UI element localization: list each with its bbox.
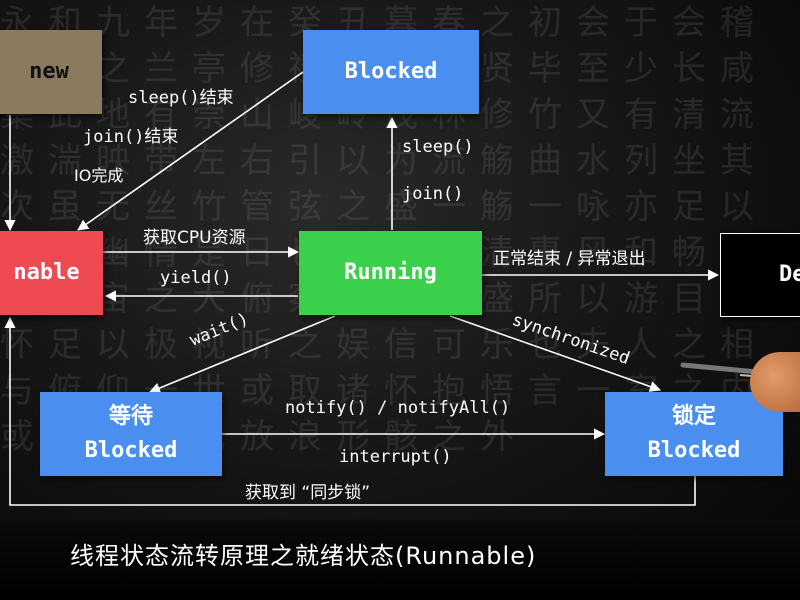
state-waiting-label: 等待: [108, 404, 153, 429]
label-io-done: IO完成: [74, 166, 124, 185]
arrow-running-to-waiting: [148, 315, 336, 394]
caption-bar: [0, 520, 800, 600]
label-acquire-lock: 获取到 “同步锁”: [245, 483, 371, 503]
state-lock-label: 锁定: [671, 404, 716, 429]
state-lock-blocked: 锁定 Blocked: [605, 392, 783, 476]
state-lock-blocked-label: Blocked: [647, 438, 741, 463]
state-blocked-top: Blocked: [303, 30, 479, 114]
arrow-running-to-lock: [449, 315, 662, 392]
slide-caption: 线程状态流转原理之就绪状态(Runnable): [70, 542, 537, 570]
state-running-label: Running: [344, 260, 437, 285]
label-yield: yield(): [160, 268, 232, 288]
state-running: Running: [299, 231, 482, 315]
state-blocked-label: Blocked: [344, 59, 438, 84]
label-sleep-end: sleep()结束: [128, 88, 234, 108]
label-sleep: sleep(): [402, 137, 474, 157]
state-waiting-blocked-label: Blocked: [84, 438, 178, 463]
state-runnable: nable: [0, 231, 103, 315]
state-new: new: [0, 30, 102, 114]
label-get-cpu: 获取CPU资源: [143, 228, 246, 248]
state-new-label: new: [29, 59, 69, 84]
label-notify: notify() / notifyAll(): [285, 398, 511, 418]
state-runnable-label: nable: [13, 260, 80, 285]
state-waiting-blocked: 等待 Blocked: [40, 392, 222, 476]
presenter-hand: [750, 352, 800, 412]
state-dead-label: De: [779, 262, 800, 287]
label-join: join(): [402, 184, 464, 204]
arrow-blocked-to-runnable: [77, 71, 304, 231]
state-dead: De: [720, 233, 800, 317]
label-interrupt: interrupt(): [339, 447, 452, 467]
arrow-lock-to-runnable: [4, 316, 696, 506]
label-exit: 正常结束 / 异常退出: [493, 249, 646, 269]
label-join-end: join()结束: [83, 127, 179, 147]
